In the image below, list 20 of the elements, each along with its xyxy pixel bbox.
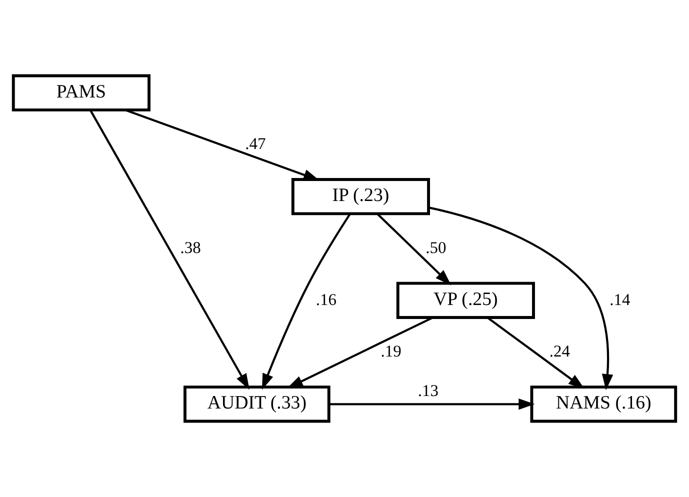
edge-label: .19 [380,342,402,361]
edge-label: .24 [549,342,570,361]
arrow [262,213,351,390]
edge-label: .38 [180,238,201,257]
arrow [286,316,434,388]
edge-label: .16 [316,290,337,309]
edge-label: .14 [610,290,630,309]
node-box: VP (.25) [396,282,535,319]
node-box: NAMS (.16) [530,386,678,423]
arrow [89,110,250,390]
edge-label: .13 [418,381,439,400]
arrow [486,316,584,389]
node-box: AUDIT (.33) [184,386,330,423]
arrow [428,206,614,390]
arrow [376,213,452,286]
arrow [329,398,535,410]
node-box: IP (.23) [291,178,430,216]
node-box: PAMS [12,74,150,112]
edge-label: .47 [245,134,266,154]
edge-label: .50 [426,238,446,257]
